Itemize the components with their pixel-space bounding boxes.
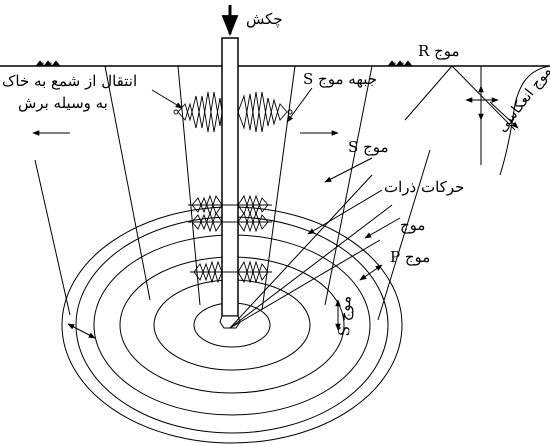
pile [221,37,239,317]
s-wave-pointer [324,157,373,183]
pile-tip [219,315,241,329]
wave-pointer [364,217,401,239]
p-wave-label: موج P [390,248,431,266]
s-front-pointer [286,87,313,123]
reflected-wave-curve [499,65,550,176]
transfer-pointer [151,89,183,109]
shear-wave-pattern-top [173,91,293,133]
pointer-arrows [32,87,401,339]
shear-motion-arrow [67,323,96,339]
p-wave-motion-arrow [359,264,383,281]
transfer-label-line2: به وسیله برش [18,94,108,112]
soil-hatch-right [387,60,413,67]
particle-pointer [307,189,383,235]
shear-wave-pattern-mid [188,194,272,233]
soil-hatch-left [35,60,61,67]
rays-from-tip [229,174,393,329]
shear-wave-pattern-low [190,260,272,284]
r-wave-region [404,65,550,176]
r-wave-label: موج R [418,42,460,60]
hammer-label: چکش [246,10,283,28]
s-wave-mid-label: موج S [348,138,389,156]
transfer-label-line1: انتقال از شمع به خاک [2,72,138,90]
reflected-pointer [489,101,519,129]
particle-motion-label: حرکات ذرات [384,178,465,196]
wave-label: موج [400,216,426,234]
s-wave-front-label: جبهه موج S [303,70,378,88]
s-wave-bottom-label: موج S [335,295,355,337]
